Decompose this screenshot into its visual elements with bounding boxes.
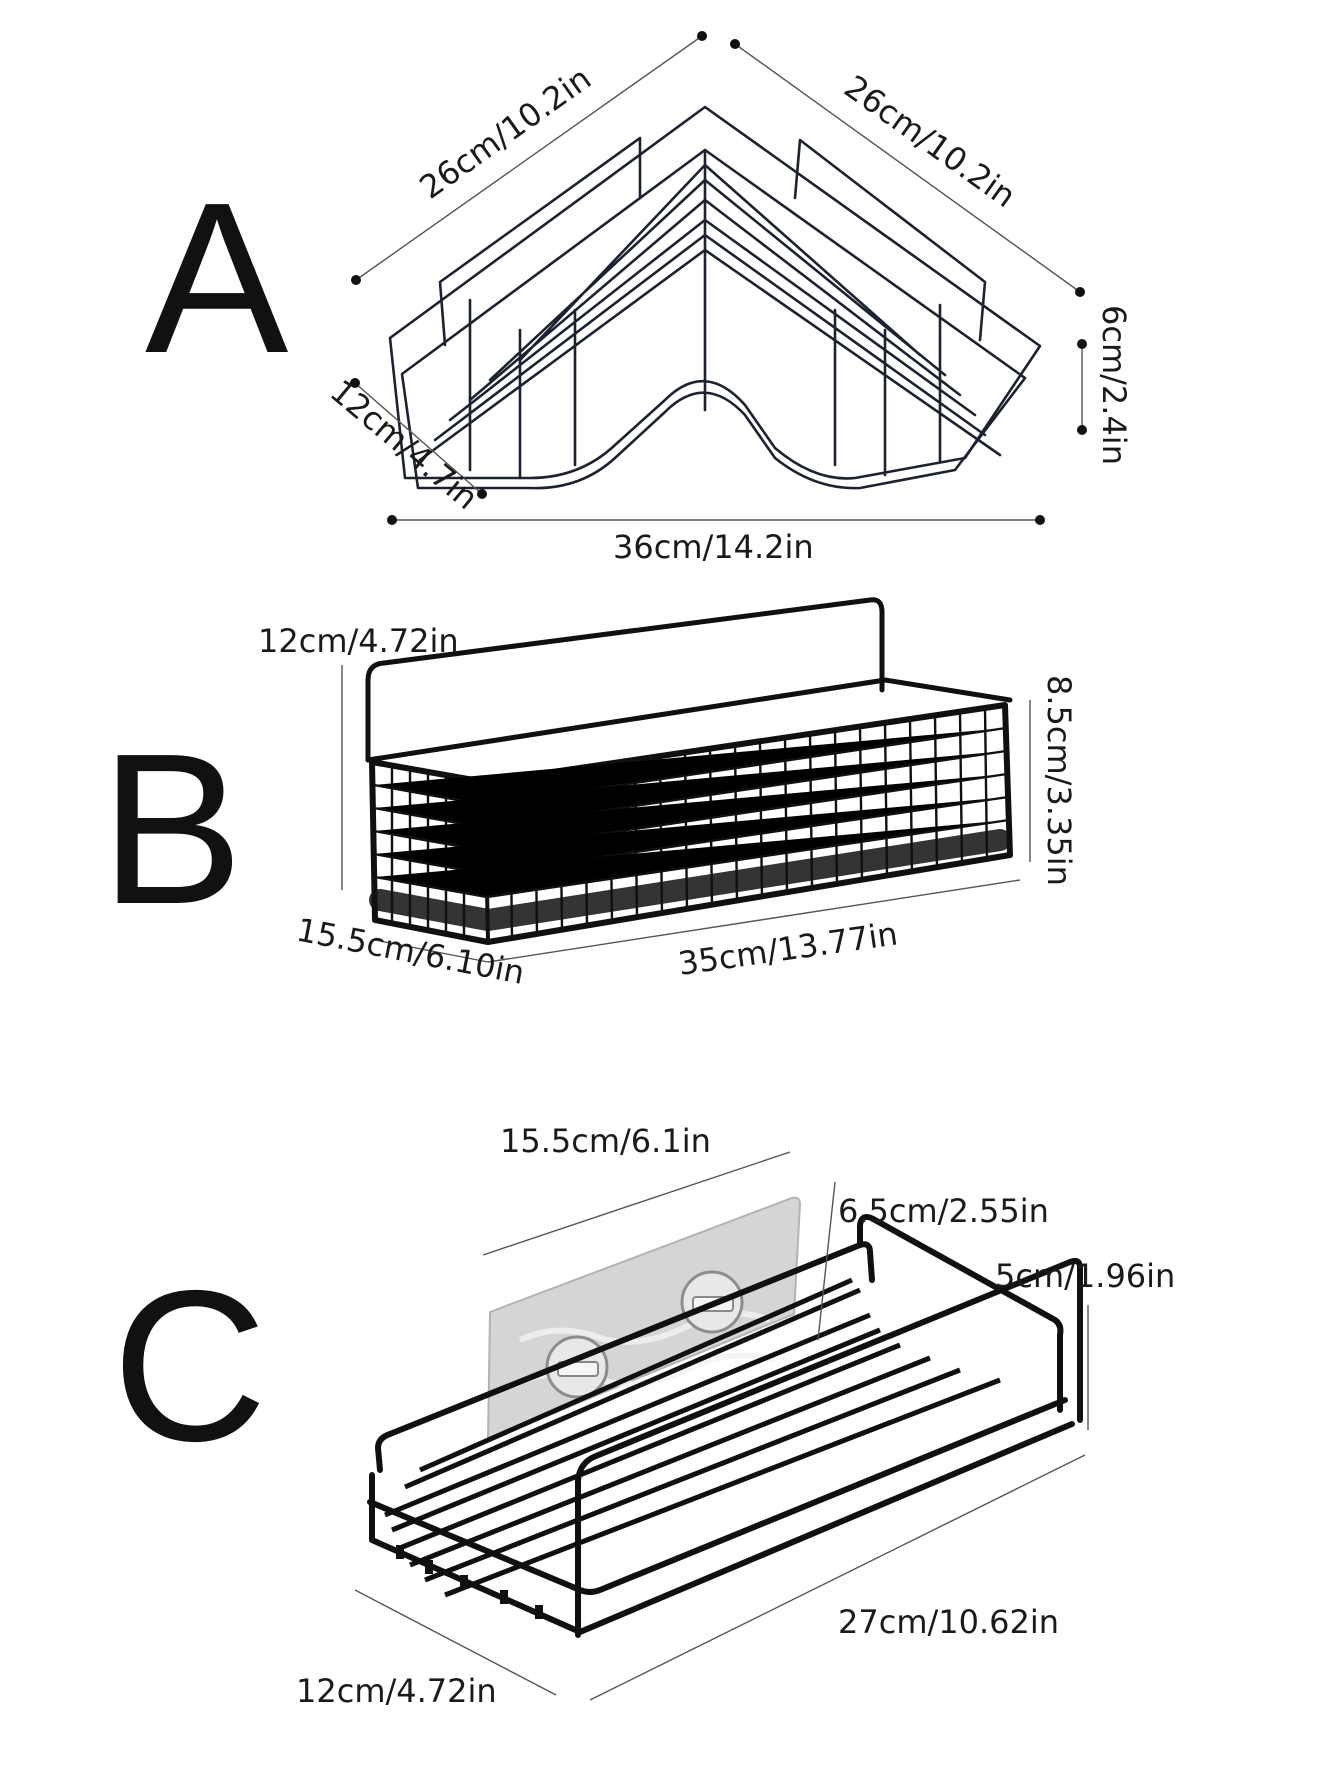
dim-c-height: 5cm/1.96in [995, 1257, 1175, 1295]
wire-basket-b [365, 597, 1013, 945]
shelf-c-rods [384, 1277, 1001, 1598]
section-a: A 26cm/10.2in [145, 31, 1133, 566]
basket-b-back-rim [365, 677, 1013, 763]
dim-b-width: 35cm/13.77in [676, 915, 900, 983]
dim-c-plate-height: 6.5cm/2.55in [838, 1192, 1049, 1230]
dim-a-height: 6cm/2.4in [1095, 305, 1133, 465]
dim-a-width: 36cm/14.2in [613, 528, 814, 566]
dim-c-width: 27cm/10.62in [838, 1603, 1059, 1641]
shelf-a-grid-right [703, 163, 1002, 457]
dim-a-back-right: 26cm/10.2in [837, 68, 1022, 215]
dim-b-basket-height: 8.5cm/3.35in [1040, 675, 1078, 886]
wire-shelf-c [367, 1196, 1083, 1638]
shelf-a-cross-wires [468, 298, 942, 480]
shelf-a-rim [388, 105, 1042, 480]
shelf-c-back-frame [375, 1241, 875, 1473]
dim-b-total-height: 12cm/4.72in [258, 622, 459, 660]
shelf-a-grid-left [418, 163, 707, 462]
dim-c-plate-width: 15.5cm/6.1in [500, 1122, 711, 1160]
shelf-c-right-frame [857, 1213, 1064, 1413]
dimension-lines-c [354, 1151, 1089, 1701]
shelf-c-feet [396, 1545, 543, 1619]
basket-b-bottom-band [369, 829, 1011, 931]
label-letter-c: C [112, 1245, 267, 1486]
shelf-a-back-rails [438, 136, 987, 412]
dimension-lines-a [350, 31, 1087, 525]
basket-b-hanger [365, 597, 885, 763]
dimension-lines-b [341, 665, 1031, 963]
shelf-c-base-rail [369, 1421, 1075, 1635]
corner-shelf-a [388, 105, 1042, 490]
dim-c-depth: 12cm/4.72in [296, 1672, 497, 1710]
label-letter-a: A [145, 157, 288, 398]
section-b: B [100, 597, 1078, 992]
dim-a-back-left: 26cm/10.2in [413, 59, 598, 206]
label-letter-b: B [100, 708, 243, 949]
basket-b-horizontal-grid [373, 726, 1010, 899]
section-c: C [112, 1122, 1175, 1710]
shelf-a-base [400, 148, 1027, 490]
